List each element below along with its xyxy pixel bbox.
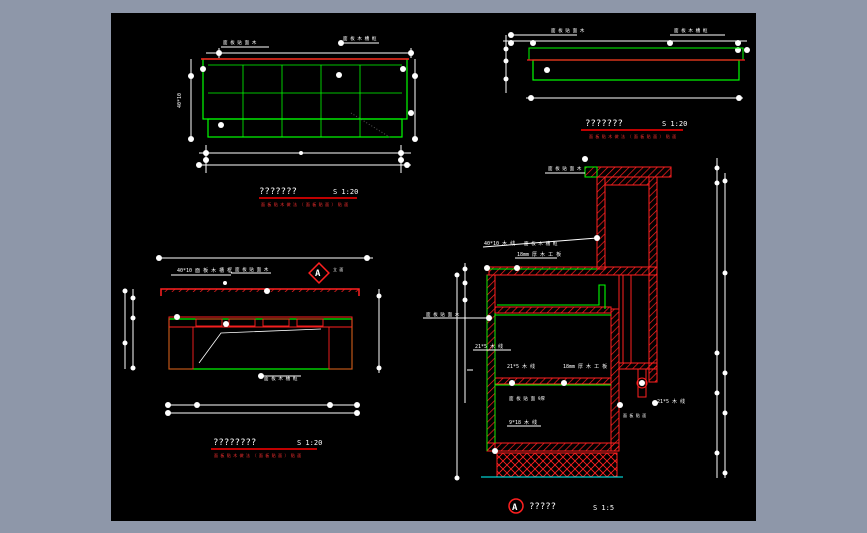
plan-tl-scale: S 1:20 xyxy=(333,188,358,196)
sec-note-fold: 面 板 贴 面 9厚 xyxy=(509,395,546,402)
elev-scale: S 1:20 xyxy=(297,439,322,447)
cad-drawing-viewport[interactable]: 面 板 贴 面 木 面 板 木 槽 框 40*10 ??????? S 1:20 xyxy=(111,13,756,521)
sec-note-18mm-top: 18mm 厚 木 工 板 xyxy=(517,251,561,258)
sec-note-21-top: 21*5 木 线 xyxy=(475,343,503,350)
sec-note-left-mid: 面 板 贴 面 木 xyxy=(426,311,460,318)
sec-note-right-small: 面 板 贴 面 xyxy=(623,412,646,418)
plan-tr-note-left: 面 板 贴 面 木 xyxy=(551,27,585,34)
plan-tl-note-right: 面 板 木 槽 框 xyxy=(343,35,377,42)
plan-tr-subtitle: 面 板 贴 木 做 法 （ 面 板 贴 面 ） 贴 面 xyxy=(589,133,676,139)
elev-marker: A xyxy=(315,269,321,279)
plan-tr-note-right: 面 板 木 槽 框 xyxy=(674,27,708,34)
sec-title: ????? xyxy=(529,502,556,512)
sec-scale: S 1:5 xyxy=(593,504,614,512)
sec-note-21-right: 21*5 木 线 xyxy=(657,398,685,405)
elev-note-bottom: 面 板 木 槽 框 xyxy=(264,375,298,382)
elev-note-2: 面 板 贴 面 木 xyxy=(235,266,269,273)
plan-tl-note-left: 面 板 贴 面 木 xyxy=(223,39,257,46)
elev-subtitle: 面 板 贴 木 做 法 （ 面 板 贴 面 ） 贴 面 xyxy=(214,452,301,458)
sec-note-9x18: 9*18 木 线 xyxy=(509,419,537,426)
sec-marker: A xyxy=(512,503,518,513)
sec-note-21-mid: 21*5 木 线 xyxy=(507,363,535,370)
plan-tl-subtitle: 面 板 贴 木 做 法 （ 面 板 贴 面 ） 贴 面 xyxy=(261,201,348,207)
elevation-left: 40*10 面 板 木 槽 框 面 板 贴 面 木 A 立 面 面 板 木 槽 … xyxy=(122,255,382,458)
elev-marker-ref: 立 面 xyxy=(333,266,343,272)
cad-drawing-canvas: 面 板 贴 面 木 面 板 木 槽 框 40*10 ??????? S 1:20 xyxy=(122,27,750,514)
elev-note-1: 40*10 面 板 木 槽 框 xyxy=(177,267,232,274)
plan-tl-title: ??????? xyxy=(259,187,297,197)
sec-note-top: 面 板 贴 面 木 xyxy=(548,165,582,172)
plan-tr-scale: S 1:20 xyxy=(662,120,687,128)
plan-top-left: 面 板 贴 面 木 面 板 木 槽 框 40*10 ??????? S 1:20 xyxy=(177,35,418,207)
elev-title: ???????? xyxy=(213,438,256,448)
svg-text:40*10: 40*10 xyxy=(177,93,183,108)
sec-note-40x10: 40*10 木 线 xyxy=(484,240,515,247)
plan-tr-title: ??????? xyxy=(585,119,623,129)
plan-top-right: 面 板 贴 面 木 面 板 木 槽 框 ??????? S 1:20 面 板 贴… xyxy=(503,27,750,139)
sec-note-board: 面 板 木 槽 框 xyxy=(524,240,558,247)
sec-note-18mm-mid: 18mm 厚 木 工 板 xyxy=(563,363,607,370)
section-right: 面 板 贴 面 木 40*10 木 xyxy=(423,156,728,514)
